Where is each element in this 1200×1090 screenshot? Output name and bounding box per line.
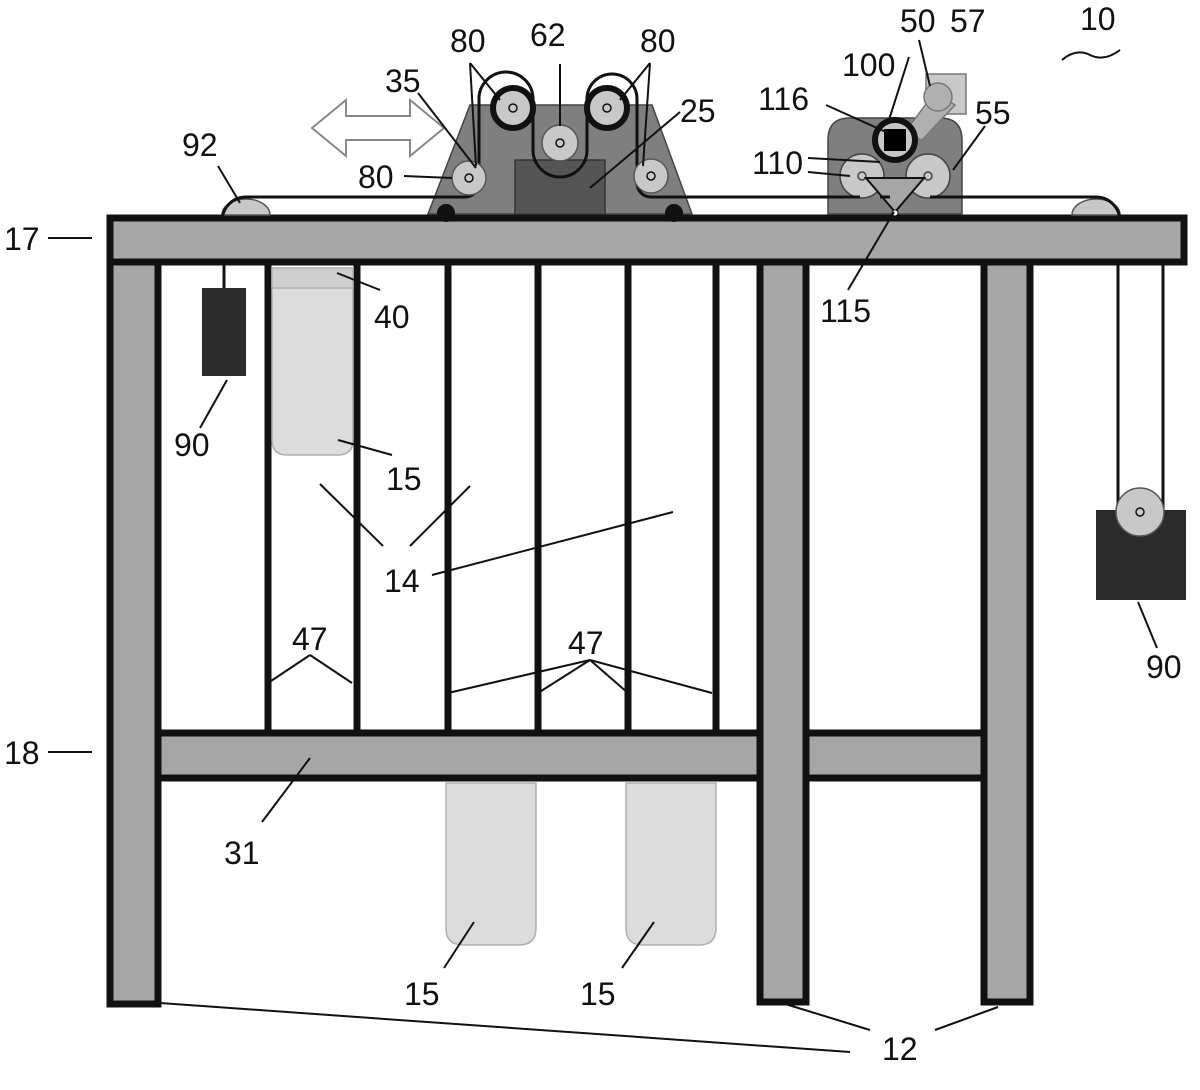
- label-100: 100: [842, 47, 895, 83]
- label-116: 116: [758, 81, 809, 117]
- label-80-left: 80: [450, 23, 486, 59]
- roller-80-top-left: [490, 85, 536, 131]
- leader-lines: [48, 39, 1158, 1053]
- label-47-right: 47: [568, 625, 604, 661]
- carriage-55: [827, 73, 967, 217]
- container-lower-2: [625, 782, 717, 946]
- lower-crossbar: [154, 729, 988, 782]
- label-47-left: 47: [292, 621, 328, 657]
- pulley-92-left: [221, 198, 271, 216]
- roller-110-right-axle: [923, 171, 933, 181]
- tilde-icon: [1061, 49, 1121, 61]
- rollers-80: [451, 85, 669, 196]
- label-12: 12: [882, 1031, 918, 1067]
- containers: [271, 267, 717, 946]
- roller-80-top-left-axle: [508, 103, 518, 113]
- label-31: 31: [224, 835, 260, 871]
- sensor-116: [884, 129, 906, 151]
- label-90-left: 90: [174, 427, 210, 463]
- label-15-lower-right: 15: [580, 976, 616, 1012]
- label-10: 10: [1080, 1, 1116, 37]
- weight-pulley-axle: [1135, 507, 1145, 517]
- label-25: 25: [680, 93, 716, 129]
- weight-90-left: [202, 288, 246, 376]
- label-62: 62: [530, 17, 566, 53]
- label-80-side: 80: [358, 159, 394, 195]
- hanging-rods: [264, 262, 720, 733]
- roller-80-lower-left: [451, 160, 487, 196]
- label-80-right: 80: [640, 23, 676, 59]
- wheel-right: [665, 204, 683, 222]
- crossbar-left: [154, 729, 764, 782]
- label-15-lower-left: 15: [404, 976, 440, 1012]
- nozzle-115: [863, 177, 927, 214]
- counterweights: [202, 288, 1186, 600]
- leg-middle: [756, 258, 810, 1006]
- label-18: 18: [4, 735, 40, 771]
- double-arrow-icon: [310, 97, 446, 159]
- pulley-92-right: [1071, 198, 1121, 216]
- arm-50-hub: [923, 82, 953, 112]
- label-55: 55: [975, 95, 1011, 131]
- leg-left: [106, 258, 162, 1008]
- container-lower-1: [445, 782, 537, 946]
- label-57: 57: [950, 3, 986, 39]
- wheel-left: [437, 204, 455, 222]
- container-upper: [271, 267, 354, 456]
- label-90-right: 90: [1146, 649, 1182, 685]
- cable: [220, 70, 1165, 510]
- label-40: 40: [374, 299, 410, 335]
- roller-80-lower-right: [633, 158, 669, 194]
- roller-80-top-right: [584, 85, 630, 131]
- roller-80-top-right-axle: [602, 103, 612, 113]
- label-115: 115: [820, 293, 871, 329]
- roller-62: [541, 124, 579, 162]
- roller-110-left-axle: [857, 171, 867, 181]
- label-14: 14: [384, 563, 420, 599]
- leg-right: [980, 258, 1034, 1006]
- label-35: 35: [385, 63, 421, 99]
- reference-numerals: 10 17 18 92 35 80 62 80 25 80 50 57 100 …: [4, 1, 1182, 1067]
- label-92: 92: [182, 127, 218, 163]
- roller-80-lower-left-axle: [464, 173, 474, 183]
- label-17: 17: [4, 221, 40, 257]
- crossbar-right: [802, 729, 988, 782]
- label-50: 50: [900, 3, 936, 39]
- label-110: 110: [752, 145, 803, 181]
- carriage-core-25: [514, 159, 606, 215]
- top-rail: [106, 214, 1188, 266]
- roller-62-axle: [555, 138, 565, 148]
- container-cap-40: [271, 267, 354, 289]
- label-15-upper: 15: [386, 461, 422, 497]
- weight-pulley: [1115, 487, 1165, 537]
- roller-80-lower-right-axle: [646, 171, 656, 181]
